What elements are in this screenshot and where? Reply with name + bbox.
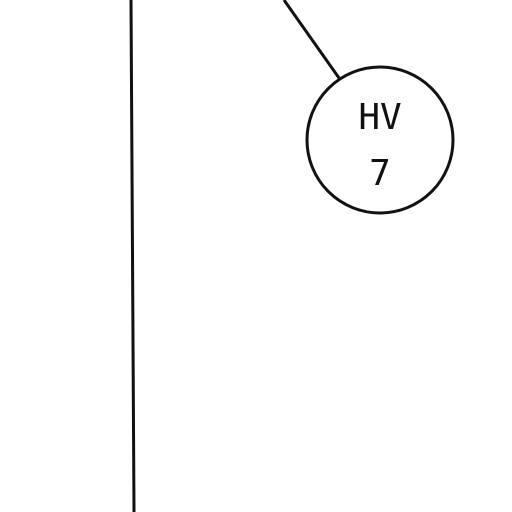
instrument-bubble-hv-7[interactable]: HV 7	[305, 65, 455, 215]
leader-line	[282, 0, 341, 79]
instrument-bubble-circle	[305, 65, 455, 215]
process-line	[129, 0, 136, 512]
instrument-loop-number: 7	[369, 153, 391, 194]
instrument-function-letters: HV	[358, 97, 401, 138]
